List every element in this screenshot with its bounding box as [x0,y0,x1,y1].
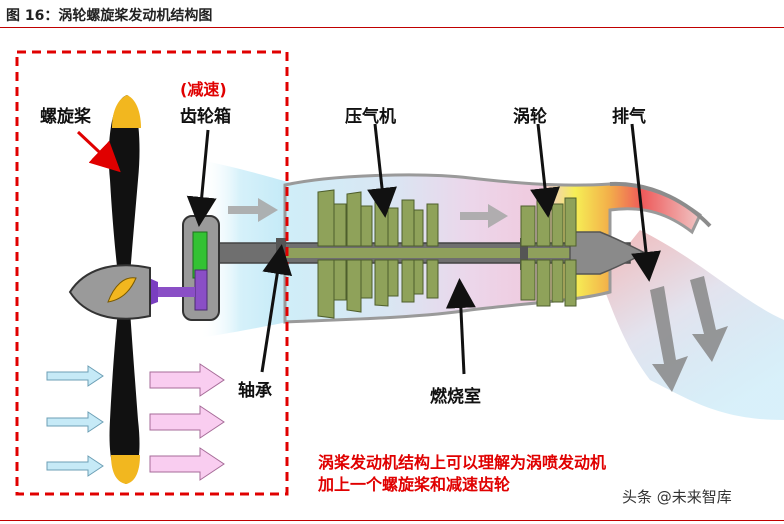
combustor-pointer [445,278,476,375]
bottom-divider [0,520,784,521]
gearbox-pointer [186,129,217,227]
title-divider [0,27,784,28]
propwash-arrows [149,363,225,481]
label-compressor: 压气机 [345,107,396,127]
spinner-blade-root [107,277,137,303]
bearing-strut-rear [520,238,528,270]
propeller-tip-top [112,95,141,128]
label-propeller: 螺旋桨 [40,107,91,127]
label-exhaust: 排气 [612,107,646,127]
bearing-pointer [260,244,293,373]
internal-flow-arrows [228,198,508,228]
watermark: 头条 @未来智库 [622,488,732,506]
propeller-pointer [76,130,121,173]
figure-title: 图 16：涡轮螺旋桨发动机结构图 [6,8,213,24]
label-reduction: (减速) [180,80,227,99]
propeller-tip-bottom [111,455,140,484]
explanation-note: 涡桨发动机结构上可以理解为涡喷发动机 加上一个螺旋桨和减速齿轮 [318,452,606,496]
turbine-pointer [530,123,560,218]
propeller-blade-bottom [109,310,140,484]
propeller-spinner [68,264,151,320]
label-bearing: 轴承 [238,381,272,401]
turbine-stages [520,197,577,307]
propeller-blade-top [108,95,140,275]
exhaust-arrows [650,276,728,392]
compressor-pointer [367,123,397,218]
exhaust-pointer [630,123,661,282]
label-turbine: 涡轮 [513,107,547,127]
label-combustor: 燃烧室 [430,387,481,407]
compressor-stages [317,189,439,319]
intake-arrows [46,365,104,477]
propeller-gearbox-highlight-box [15,50,289,496]
note-line-1: 涡桨发动机结构上可以理解为涡喷发动机 [318,453,607,472]
inner-shaft [285,248,635,258]
casing-outer-lip [609,181,712,228]
label-gearbox: 齿轮箱 [180,107,231,127]
note-line-2: 加上一个螺旋桨和减速齿轮 [318,475,511,494]
propeller-shaft [150,287,195,297]
gear-purple [194,269,208,311]
